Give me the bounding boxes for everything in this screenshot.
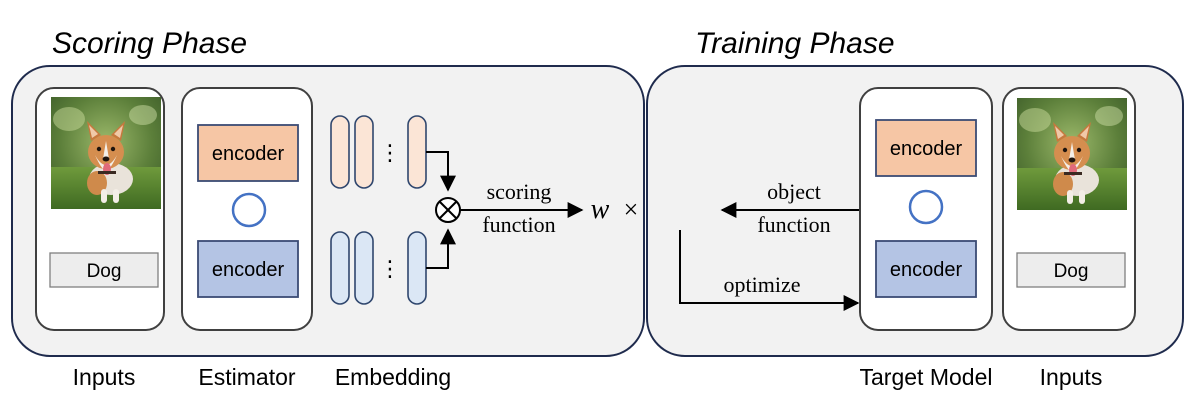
target-encoder-top [875, 119, 977, 177]
scoring-phase-title: Scoring Phase [52, 27, 247, 60]
target-encoder-bottom-label: encoder [890, 259, 963, 281]
estimator-similarity-circle-icon [231, 192, 267, 228]
estimator-encoder-bottom-label: encoder [212, 259, 285, 281]
caption-embedding: Embedding [335, 364, 451, 390]
embedding-bottom-ellipsis: ⋮ [379, 256, 401, 281]
object-label-line2: function [757, 212, 830, 237]
estimator-encoder-bottom [197, 240, 299, 298]
scoring-phase-panel [11, 65, 645, 357]
optimize-arrow [679, 230, 860, 311]
target-encoder-top-label: encoder [890, 138, 963, 160]
embedding-top-vector-2 [354, 115, 374, 189]
estimator-encoder-top-label: encoder [212, 143, 285, 165]
embedding-bottom-vector-3 [407, 231, 427, 305]
input-label-box-left [49, 252, 159, 288]
target-encoder-bottom [875, 240, 977, 298]
caption-estimator: Estimator [198, 364, 295, 390]
target-similarity-circle-icon [908, 189, 944, 225]
embedding-top-ellipsis: ⋮ [379, 140, 401, 165]
dog-photo-left [51, 97, 161, 209]
input-label-left: Dog [87, 261, 122, 282]
otimes-operator-icon [435, 197, 461, 223]
input-label-box-right [1016, 252, 1126, 288]
arrow-top-to-otimes [426, 151, 456, 192]
formula-weight: w [591, 194, 610, 225]
object-label-line1: object [767, 179, 821, 204]
scoring-label-line2: function [482, 212, 555, 237]
embedding-bottom-vector-2 [354, 231, 374, 305]
formula-times: × [624, 195, 639, 224]
input-label-right: Dog [1054, 261, 1089, 282]
scoring-label-line1: scoring [487, 179, 552, 204]
dog-photo-right [1017, 98, 1127, 210]
training-phase-title: Training Phase [695, 27, 895, 60]
caption-target-model: Target Model [860, 364, 993, 390]
optimize-label: optimize [724, 272, 801, 297]
caption-inputs-right: Inputs [1040, 364, 1103, 390]
arrow-bottom-to-otimes [426, 228, 456, 269]
embedding-top-vector-3 [407, 115, 427, 189]
caption-inputs-left: Inputs [73, 364, 136, 390]
embedding-bottom-vector-1 [330, 231, 350, 305]
estimator-encoder-top [197, 124, 299, 182]
embedding-top-vector-1 [330, 115, 350, 189]
